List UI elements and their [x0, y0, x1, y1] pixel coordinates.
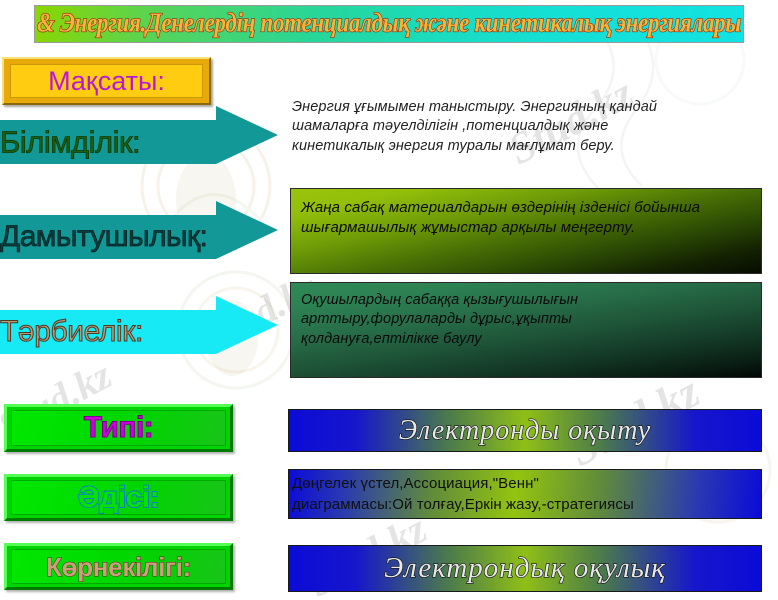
tipi-label-text: Типі: [83, 411, 154, 444]
arrow-shaft [0, 215, 216, 259]
damytushylyq-description-line: арттыру,форулаларды дұрыс,ұқыпты [301, 311, 572, 328]
goal-label-inner: Мақсаты: [10, 64, 203, 98]
goal-label-text: Мақсаты: [48, 65, 165, 96]
bilimdilik-label-text: Білімділік: [0, 124, 141, 160]
adisi-value-lines: Дөңгелек үстел,Ассоциация,"Венн" диаграм… [292, 474, 634, 515]
kornekiligi-value-bar: Электрондық оқулық [288, 545, 762, 592]
tipi-value-bar: Электронды оқыту [288, 409, 762, 452]
adisi-value-line: диаграммасы:Ой толғау,Еркін жазу,-страте… [292, 495, 634, 513]
damytushylyq-description-line: қолдануға,ептілікке баулу [301, 330, 482, 347]
page-title: & Энергия.Денелердің потенциалдық және к… [36, 7, 742, 38]
damytushylyq-arrow: Дамытушылық: [0, 201, 278, 259]
arrow-head [216, 201, 278, 259]
bilimdilik-description-line: Жаңа сабақ материалдарын өздерінің ізден… [301, 199, 701, 216]
kornekiligi-label-inner: Көрнекілігі: [11, 549, 226, 584]
bilimdilik-arrow: Білімділік: [0, 106, 278, 164]
arrow-shaft [0, 310, 216, 354]
kornekiligi-value-text: Электрондық оқулық [384, 551, 666, 584]
goal-description-line: шамаларға тәуелділігін ,потенциалдық жән… [292, 118, 609, 135]
adisi-label-box: Әдісі: [4, 474, 233, 521]
goal-description-line: кинетикалық энергия туралы мағлұмат беру… [292, 137, 615, 154]
slide-title-banner: & Энергия.Денелердің потенциалдық және к… [34, 5, 744, 43]
goal-description-box: Энергия ұғымымен таныстыру. Энергияның қ… [292, 98, 762, 160]
bilimdilik-description-line: шығармашылық жұмыстар арқылы меңгерту. [301, 218, 636, 236]
kornekiligi-label-box: Көрнекілігі: [4, 543, 233, 590]
adisi-label-text: Әдісі: [77, 480, 160, 514]
tarbielik-label-text: Тәрбиелік: [0, 315, 144, 348]
arrow-shaft [0, 120, 216, 164]
goal-description-line: Энергия ұғымымен таныстыру. Энергияның қ… [292, 99, 658, 115]
adisi-value-line: Дөңгелек үстел,Ассоциация,"Венн" [292, 475, 539, 492]
damytushylyq-description-box: Оқушылардың сабаққа қызығушылығын арттыр… [290, 282, 762, 378]
tipi-value-text: Электронды оқыту [398, 414, 652, 446]
tipi-label-box: Типі: [4, 404, 233, 452]
kornekiligi-label-text: Көрнекілігі: [46, 551, 192, 582]
adisi-value-bar: Дөңгелек үстел,Ассоциация,"Венн" диаграм… [288, 469, 762, 519]
goal-label-box: Мақсаты: [2, 57, 211, 105]
tipi-label-inner: Типі: [11, 410, 226, 446]
damytushylyq-description-line: Оқушылардың сабаққа қызығушылығын [301, 292, 579, 308]
tarbielik-arrow: Тәрбиелік: [0, 296, 278, 354]
bilimdilik-description-box: Жаңа сабақ материалдарын өздерінің ізден… [290, 188, 762, 274]
arrow-head [216, 296, 278, 354]
damytushylyq-label-text: Дамытушылық: [0, 220, 208, 253]
adisi-label-inner: Әдісі: [11, 480, 226, 515]
arrow-head [216, 106, 278, 164]
